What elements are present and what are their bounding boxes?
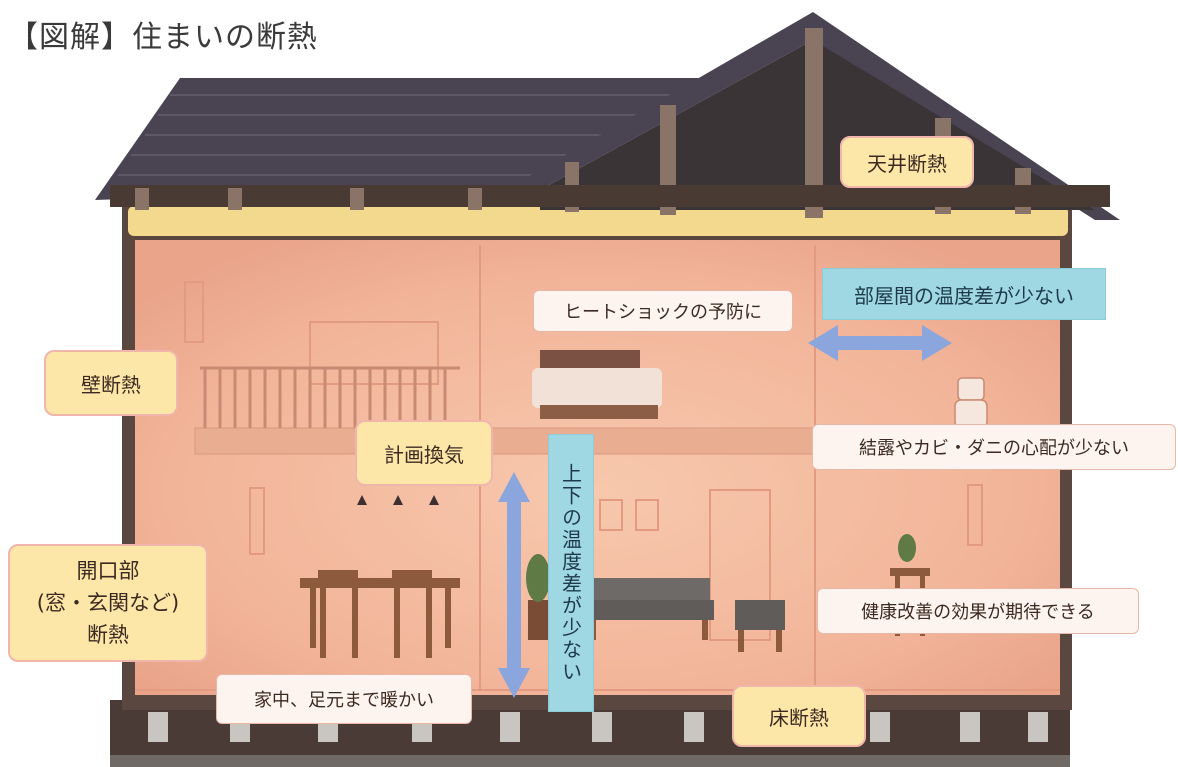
horizontal-arrow	[808, 325, 952, 361]
page-title: 【図解】住まいの断熱	[8, 20, 318, 55]
dining-set	[300, 570, 460, 658]
opening-insulation-line-1: 開口部	[76, 559, 140, 583]
opening-insulation-line-3: 断熱	[87, 623, 129, 647]
warm-feet-label: 家中、足元まで暖かい	[216, 674, 472, 724]
health-label: 健康改善の効果が期待できる	[817, 588, 1139, 634]
ventilation-label: 計画換気	[355, 420, 493, 486]
toilet	[954, 377, 988, 429]
opening-insulation-line-2: (窓・玄関など)	[36, 591, 180, 615]
armchair	[735, 600, 785, 652]
bed	[532, 350, 662, 419]
room-temp-diff-label: 部屋間の温度差が少ない	[822, 268, 1106, 320]
floor-insulation-label: 床断熱	[732, 685, 866, 747]
vertical-arrow	[498, 472, 530, 698]
vertical-temp-diff-label: 上下の温度差が少ない	[548, 434, 594, 712]
ceiling-insulation-label: 天井断熱	[840, 136, 974, 188]
condensation-label: 結露やカビ・ダニの心配が少ない	[812, 424, 1176, 470]
eaves	[110, 185, 1110, 207]
wall-insulation-label: 壁断熱	[44, 350, 178, 416]
ceiling-insulation-layer	[128, 206, 1068, 236]
heat-shock-label: ヒートショックの予防に	[533, 290, 793, 332]
pendant-lights	[357, 495, 439, 505]
plant	[526, 554, 550, 640]
left-roof	[95, 78, 700, 200]
opening-insulation-label: 開口部 (窓・玄関など) 断熱	[8, 544, 208, 662]
